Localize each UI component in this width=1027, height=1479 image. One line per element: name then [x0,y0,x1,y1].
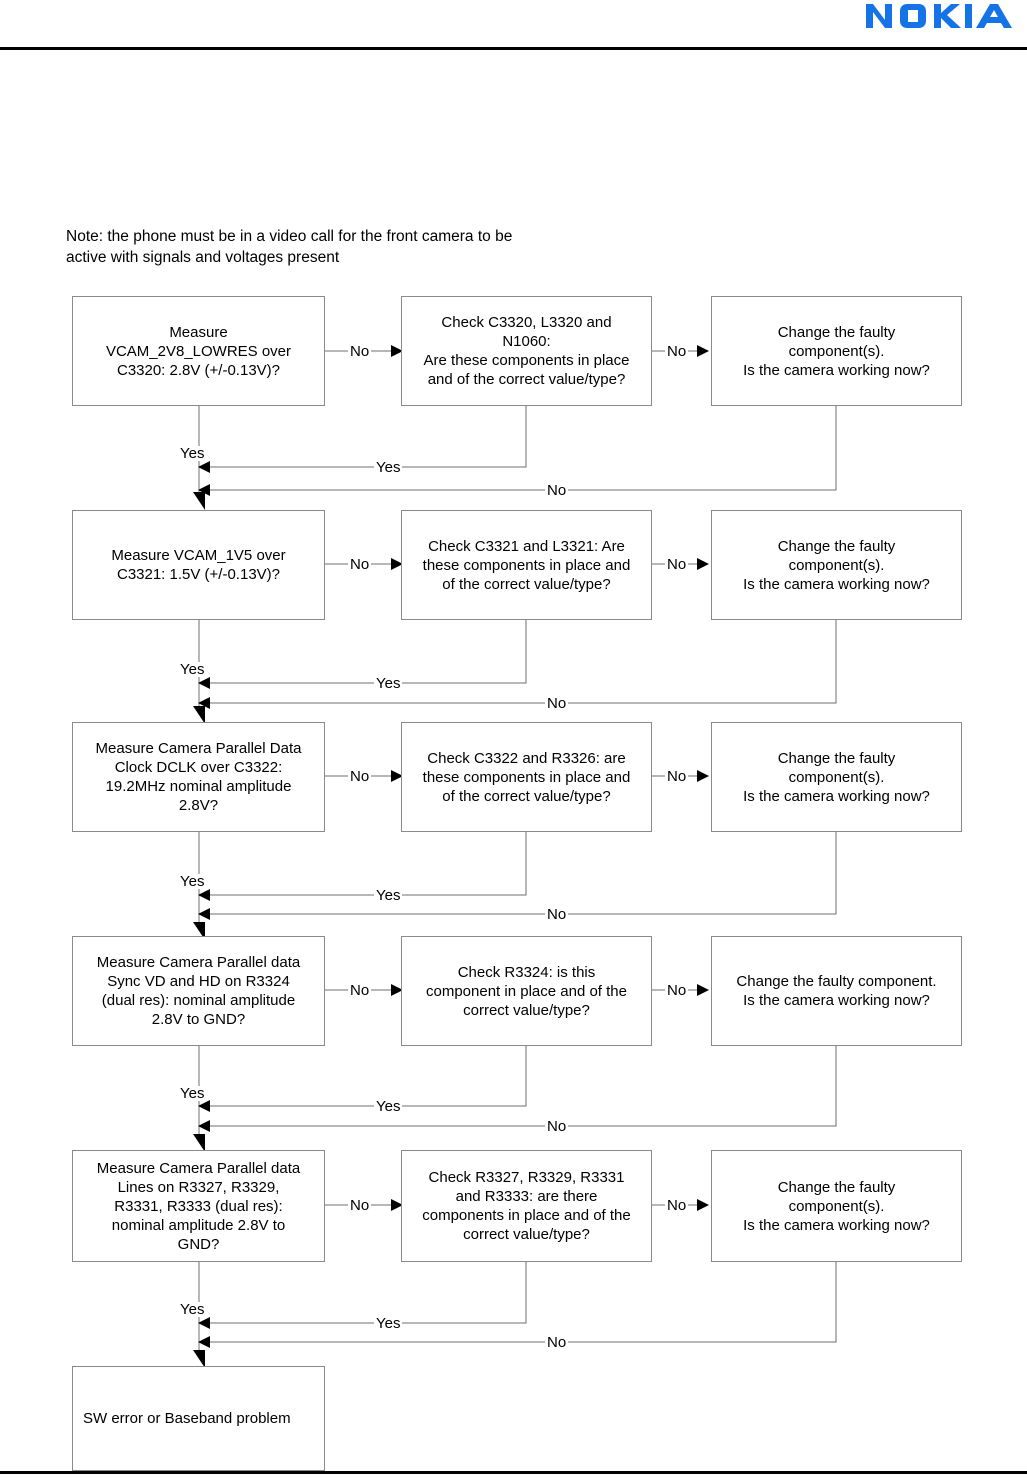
edge-label-no-row-4-a: No [348,982,372,999]
node-text: Check C3322 and R3326: are these compone… [422,749,631,805]
node-change-row-3[interactable]: Change the faulty component(s). Is the c… [711,722,962,832]
node-text: Measure Camera Parallel Data Clock DCLK … [95,740,302,814]
note-text: Note: the phone must be in a video call … [66,228,513,266]
edge-label-no-row-2-loop: No [545,695,569,712]
edge-label-no-row-5-loop: No [545,1334,569,1351]
edge-label-yes-row-3-down: Yes [178,873,207,890]
node-text: Change the faulty component. Is the came… [736,973,937,1009]
edge-label-no-row-1-a: No [348,343,372,360]
edge-label-no-row-3-a: No [348,768,372,785]
footer-rule [0,1471,1027,1474]
node-text: Check C3320, L3320 and N1060: Are these … [423,314,630,388]
edge-label-no-row-4-loop: No [545,1118,569,1135]
node-check-row-3[interactable]: Check C3322 and R3326: are these compone… [401,722,652,832]
node-text: Measure VCAM_1V5 over C3321: 1.5V (+/-0.… [111,547,286,583]
edge-label-yes-row-2-loop: Yes [374,675,403,692]
node-measure-row-2[interactable]: Measure VCAM_1V5 over C3321: 1.5V (+/-0.… [72,510,325,620]
edge-label-no-row-3-b: No [665,768,689,785]
edge-label-yes-row-3-loop: Yes [374,887,403,904]
node-check-row-1[interactable]: Check C3320, L3320 and N1060: Are these … [401,296,652,406]
node-measure-row-1[interactable]: Measure VCAM_2V8_LOWRES over C3320: 2.8V… [72,296,325,406]
edge-label-no-row-5-a: No [348,1197,372,1214]
node-terminal[interactable]: SW error or Baseband problem [72,1366,325,1471]
node-text: Change the faulty component(s). Is the c… [743,1178,930,1234]
edge-label-no-row-5-b: No [665,1197,689,1214]
node-change-row-1[interactable]: Change the faulty component(s). Is the c… [711,296,962,406]
edge-label-no-row-2-b: No [665,556,689,573]
node-measure-row-3[interactable]: Measure Camera Parallel Data Clock DCLK … [72,722,325,832]
node-text: Change the faulty component(s). Is the c… [743,537,930,593]
node-text: SW error or Baseband problem [83,1410,291,1427]
edge-label-yes-row-4-loop: Yes [374,1098,403,1115]
node-text: Measure VCAM_2V8_LOWRES over C3320: 2.8V… [105,323,292,379]
node-text: Measure Camera Parallel data Lines on R3… [96,1159,301,1253]
node-check-row-2[interactable]: Check C3321 and L3321: Are these compone… [401,510,652,620]
node-change-row-2[interactable]: Change the faulty component(s). Is the c… [711,510,962,620]
edge-label-no-row-1-b: No [665,343,689,360]
node-change-row-4[interactable]: Change the faulty component. Is the came… [711,936,962,1046]
node-measure-row-4[interactable]: Measure Camera Parallel data Sync VD and… [72,936,325,1046]
edge-label-yes-row-1-loop: Yes [374,459,403,476]
edge-label-yes-row-5-down: Yes [178,1301,207,1318]
edge-label-yes-row-2-down: Yes [178,661,207,678]
node-text: Change the faulty component(s). Is the c… [743,749,930,805]
node-check-row-5[interactable]: Check R3327, R3329, R3331 and R3333: are… [401,1150,652,1262]
node-text: Check R3327, R3329, R3331 and R3333: are… [422,1169,631,1243]
node-text: Check R3324: is this component in place … [426,963,627,1019]
node-measure-row-5[interactable]: Measure Camera Parallel data Lines on R3… [72,1150,325,1262]
node-text: Measure Camera Parallel data Sync VD and… [96,954,301,1028]
header-rule [0,47,1027,50]
node-text: Change the faulty component(s). Is the c… [743,323,930,379]
edge-label-no-row-3-loop: No [545,906,569,923]
nokia-logo [866,2,1024,30]
edge-label-no-row-2-a: No [348,556,372,573]
edge-label-yes-row-5-loop: Yes [374,1315,403,1332]
node-text: Check C3321 and L3321: Are these compone… [422,537,631,593]
node-change-row-5[interactable]: Change the faulty component(s). Is the c… [711,1150,962,1262]
edge-label-yes-row-1-down: Yes [178,445,207,462]
edge-label-no-row-1-loop: No [545,482,569,499]
edge-label-yes-row-4-down: Yes [178,1085,207,1102]
edge-label-no-row-4-b: No [665,982,689,999]
node-check-row-4[interactable]: Check R3324: is this component in place … [401,936,652,1046]
